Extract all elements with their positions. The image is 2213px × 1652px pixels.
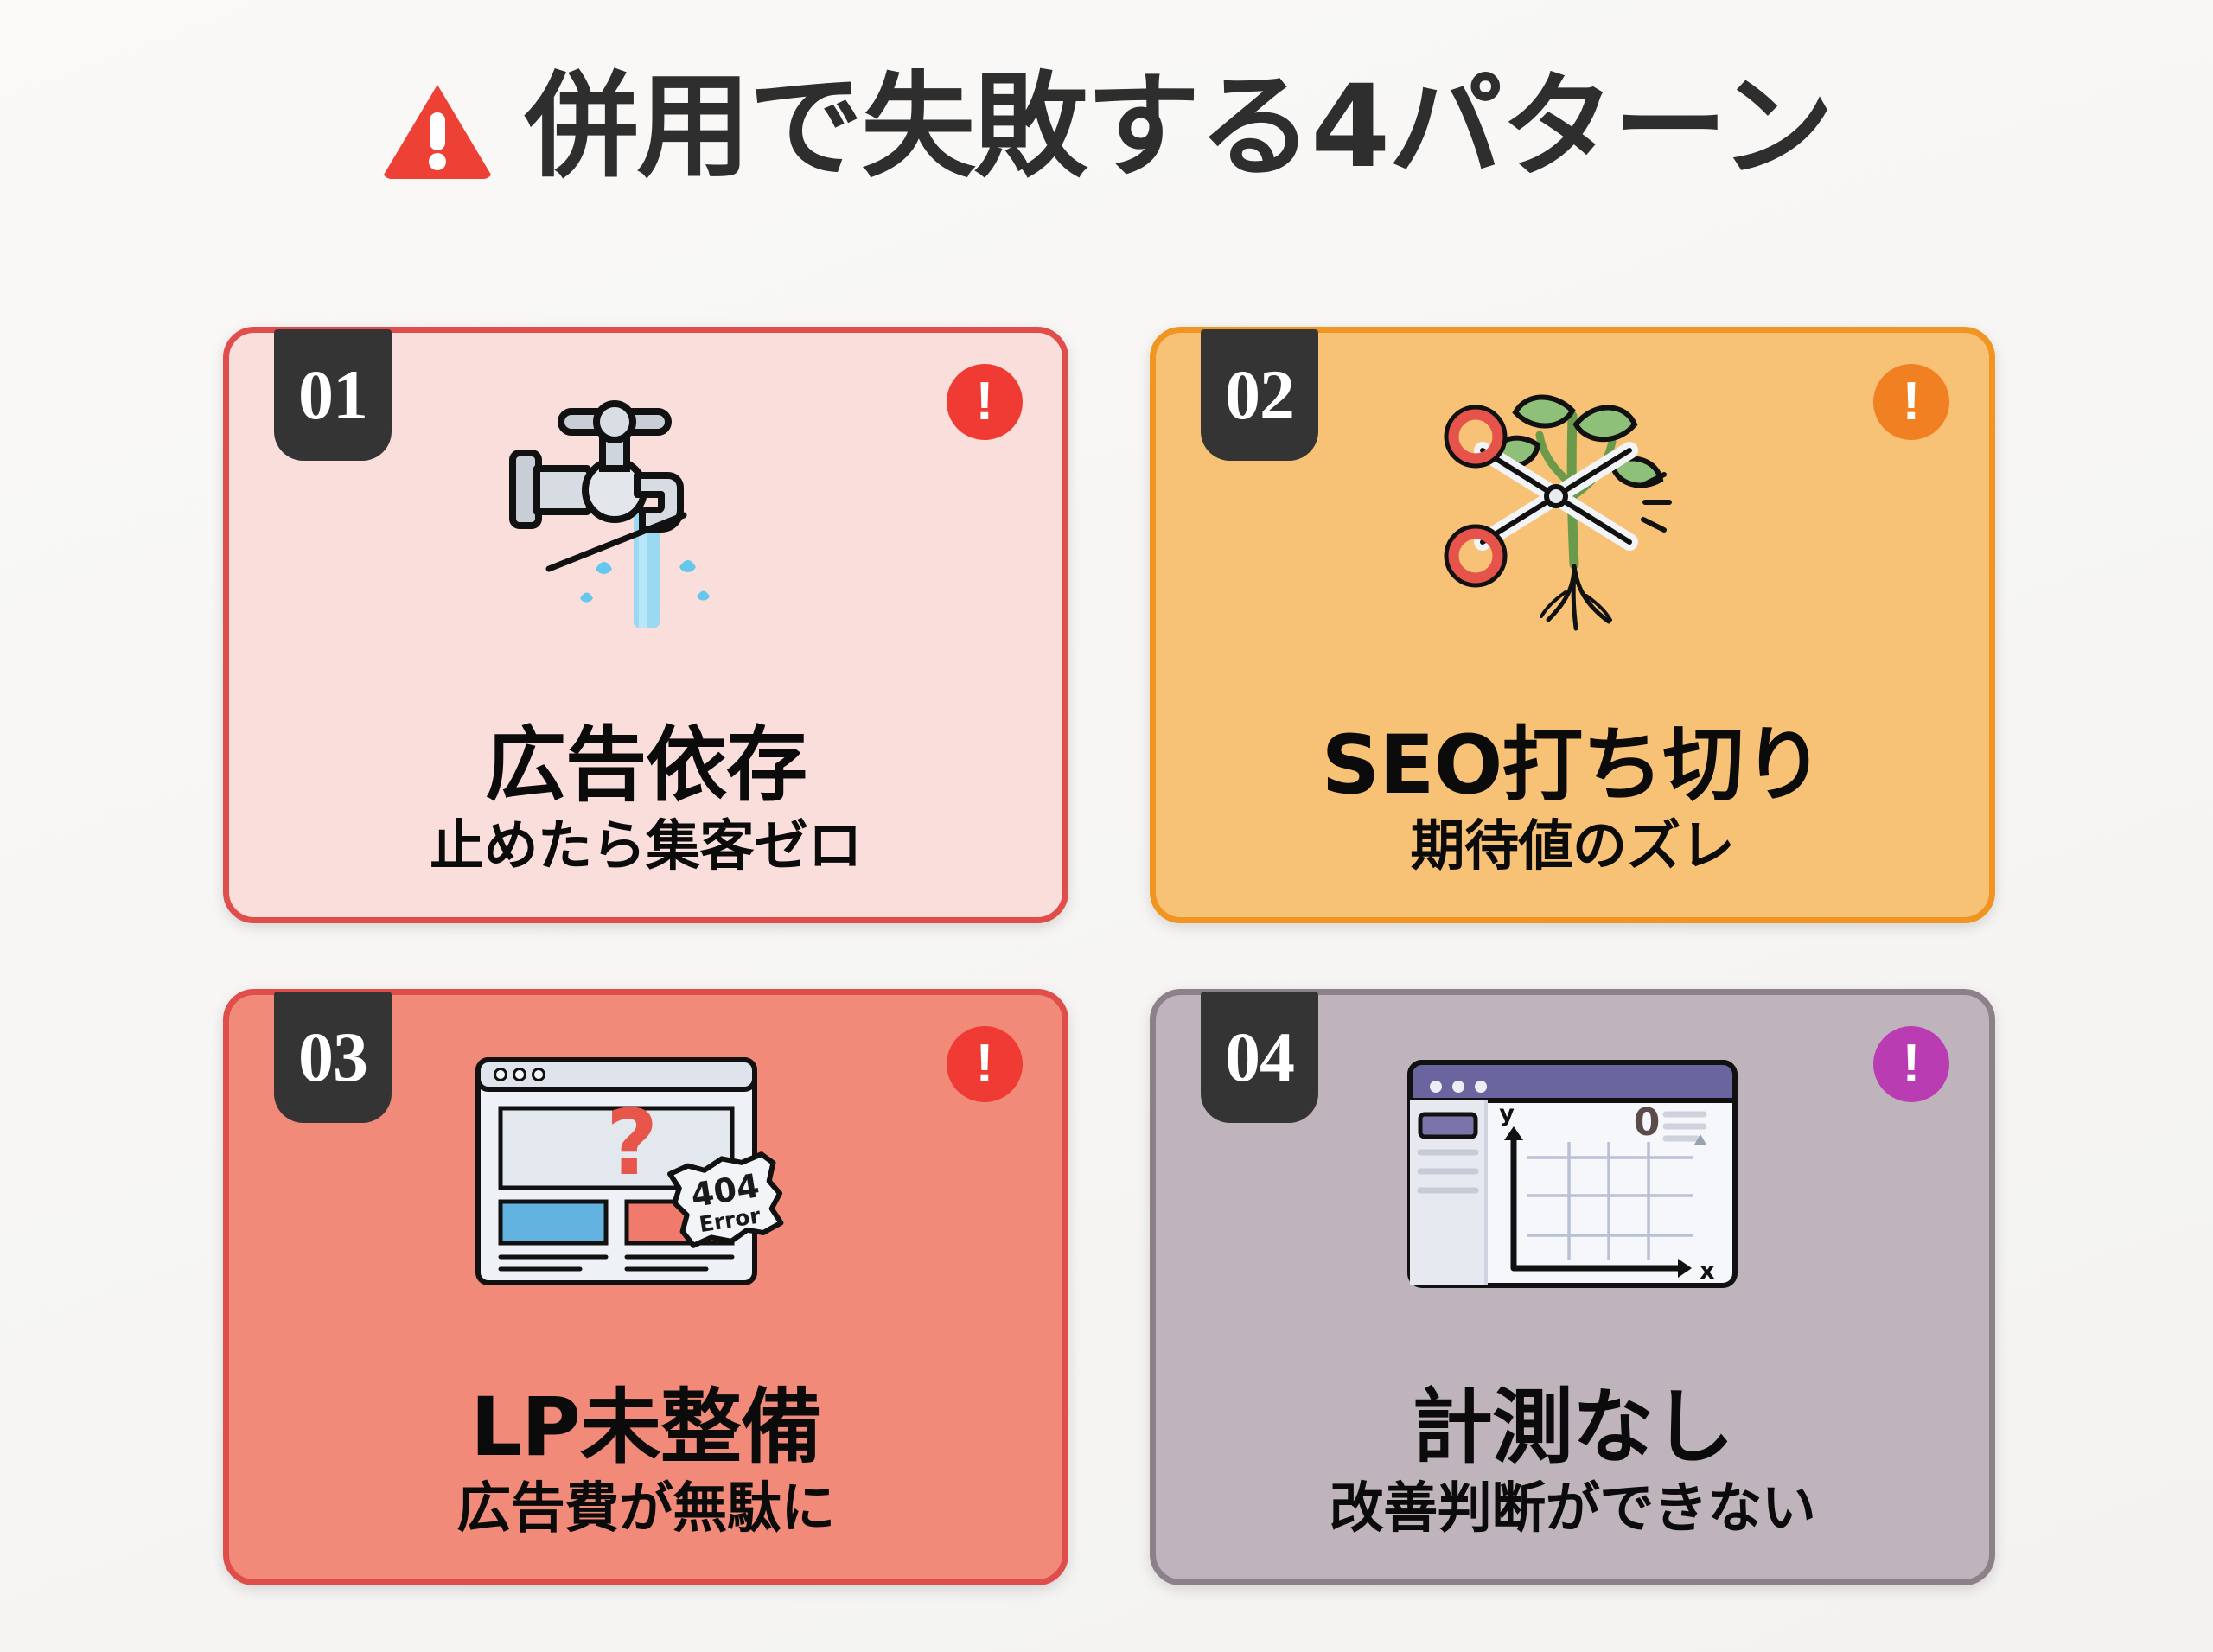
pattern-card-grid: 01 ! <box>223 327 1995 1589</box>
scissors-cutting-plant-icon <box>1156 373 1989 658</box>
faucet-dripping-icon <box>229 373 1062 658</box>
exclamation-glyph: ! <box>1902 371 1921 431</box>
card-subtitle: 改善判断ができない <box>1329 1477 1816 1540</box>
alert-exclamation-badge: ! <box>1873 1026 1949 1102</box>
svg-text:?: ? <box>606 1090 658 1196</box>
alert-exclamation-badge: ! <box>947 364 1023 440</box>
alert-exclamation-badge: ! <box>947 1026 1023 1102</box>
card-title: 広告依存 <box>484 718 807 813</box>
svg-text:x: x <box>1700 1258 1714 1285</box>
svg-text:y: y <box>1499 1100 1515 1127</box>
pattern-card-03[interactable]: 03 ! <box>223 989 1068 1585</box>
browser-404-error-icon: ? 404 Error <box>229 1035 1062 1320</box>
card-title: 計測なし <box>1411 1380 1734 1475</box>
card-number-badge: 03 <box>274 992 392 1123</box>
pattern-card-04[interactable]: 04 ! <box>1150 989 1995 1585</box>
card-text-block: 広告依存 止めたら集客ゼロ <box>229 722 1062 877</box>
svg-text:0: 0 <box>1634 1100 1661 1145</box>
card-text-block: LP未整備 広告費が無駄に <box>229 1384 1062 1540</box>
exclamation-glyph: ! <box>1902 1033 1921 1094</box>
pattern-card-01[interactable]: 01 ! <box>223 327 1068 923</box>
card-subtitle: 止めたら集客ゼロ <box>430 814 863 878</box>
card-number-badge: 02 <box>1201 329 1318 461</box>
exclamation-glyph: ! <box>975 1033 994 1094</box>
alert-exclamation-badge: ! <box>1873 364 1949 440</box>
card-number-badge: 04 <box>1201 992 1318 1123</box>
page-title-row: 併用で失敗する4パターン <box>0 67 2213 188</box>
exclamation-glyph: ! <box>975 371 994 431</box>
analytics-dashboard-empty-chart-icon: y x 0 <box>1156 1035 1989 1320</box>
card-title: SEO打ち切り <box>1321 718 1825 813</box>
page-title: 併用で失敗する4パターン <box>524 61 1834 194</box>
pattern-card-02[interactable]: 02 ! <box>1150 327 1995 923</box>
card-subtitle: 広告費が無駄に <box>456 1477 835 1540</box>
card-number-badge: 01 <box>274 329 392 461</box>
card-text-block: 計測なし 改善判断ができない <box>1156 1384 1989 1540</box>
card-subtitle: 期待値のズレ <box>1410 814 1736 878</box>
card-text-block: SEO打ち切り 期待値のズレ <box>1156 722 1989 877</box>
warning-triangle-icon <box>384 85 492 180</box>
card-title: LP未整備 <box>470 1380 822 1475</box>
